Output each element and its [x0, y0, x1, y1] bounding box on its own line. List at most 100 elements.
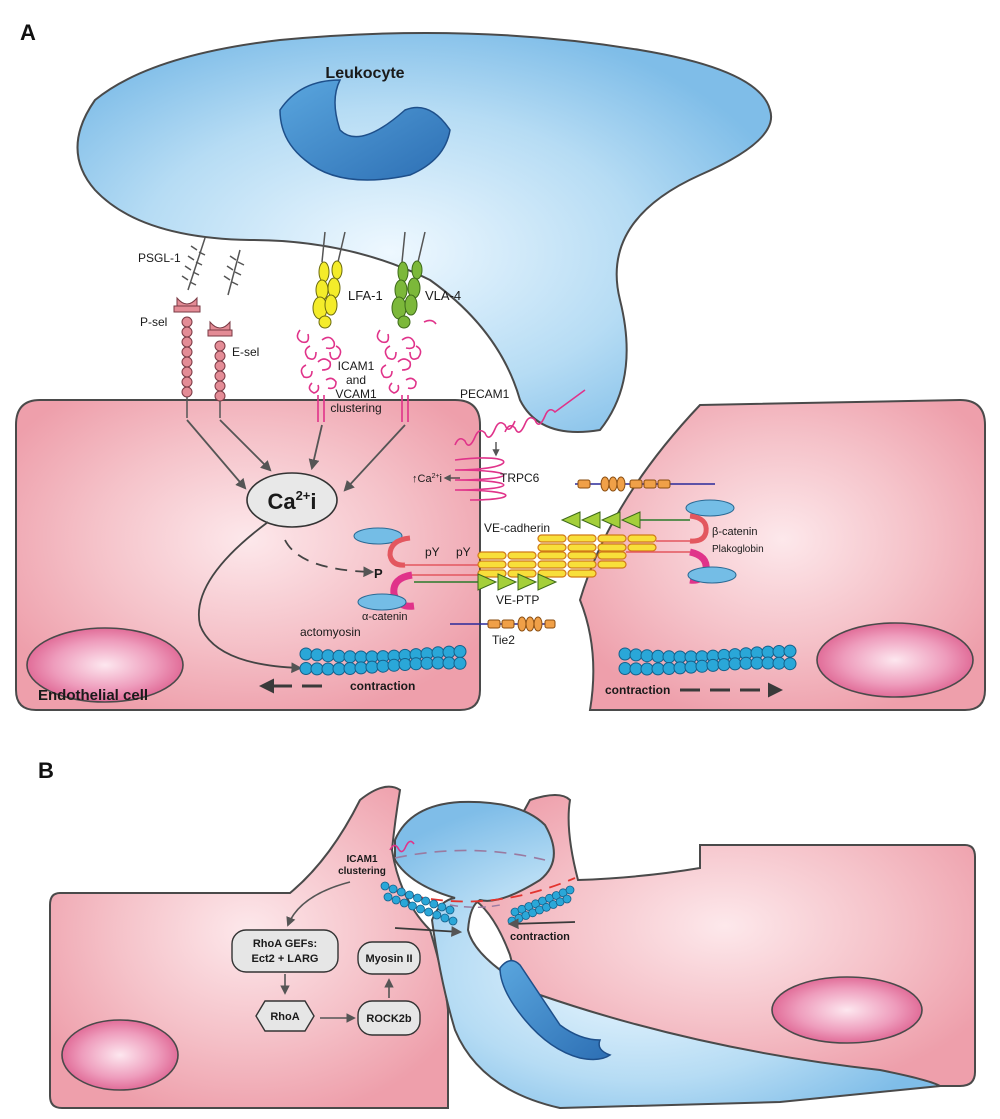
actomyosin-bead [391, 895, 401, 905]
actomyosin-bead [429, 899, 439, 909]
actomyosin-bead [651, 662, 665, 676]
actomyosin-bead [761, 645, 775, 659]
psgl1-label: PSGL-1 [138, 251, 181, 265]
actomyosin-bead [299, 662, 313, 675]
pecam1-label: PECAM1 [460, 387, 510, 401]
actomyosin-bead [761, 656, 775, 670]
ca-big-ca: Ca [267, 489, 296, 514]
actomyosin-bead [421, 896, 431, 906]
phospho-p-label: P [374, 566, 383, 581]
actomyosin-bead [365, 660, 379, 674]
icam-label-line1: ICAM1 [338, 359, 375, 373]
ve-ptp-label: VE-PTP [496, 593, 539, 607]
actomyosin-bead [662, 662, 676, 675]
actomyosin-bead [445, 905, 455, 915]
actomyosin-bead [562, 894, 572, 904]
ve-cadherin-array [477, 534, 657, 578]
actomyosin-bead [717, 658, 731, 672]
actomyosin-left [299, 645, 467, 676]
plakoglobin-label: Plakoglobin [712, 544, 764, 555]
leukocyte-b [394, 800, 944, 1110]
catenin-complex-right [626, 499, 737, 584]
actomyosin-right [618, 644, 797, 676]
actomyosin-bead [321, 649, 335, 663]
contraction-left-label: contraction [350, 679, 415, 693]
actomyosin-bead [343, 662, 357, 675]
icam-label-line3: VCAM1 [335, 387, 377, 401]
actomyosin-bead [728, 657, 742, 671]
icam-b-line2: clustering [338, 866, 386, 877]
actomyosin-bead [442, 656, 456, 670]
actomyosin-bead [299, 647, 313, 661]
gef-line1: RhoA GEFs: [253, 938, 317, 950]
icam-label-line4: clustering [330, 401, 381, 415]
actomyosin-bead [739, 656, 753, 670]
actomyosin-b-left [380, 881, 458, 926]
actomyosin-bead [750, 656, 764, 670]
actomyosin-bead [431, 656, 445, 670]
lfa1-integrin [312, 231, 346, 329]
vla4-integrin [391, 231, 426, 329]
actomyosin-bead [706, 658, 720, 672]
icam1-vcam1-molecules [296, 319, 437, 422]
rhoa-gefs-box: RhoA GEFs: Ect2 + LARG [231, 929, 339, 973]
actomyosin-bead [388, 884, 398, 894]
actomyosin-bead [396, 887, 406, 897]
actomyosin-bead [629, 648, 643, 662]
actomyosin-bead [684, 660, 698, 674]
leukocyte-nucleus [279, 79, 451, 181]
endothelial-cell-label: Endothelial cell [38, 687, 148, 704]
actomyosin-bead [442, 645, 456, 659]
rhoa-hexagon: RhoA [255, 1000, 315, 1032]
icam-b-line1: ICAM1 [346, 854, 378, 865]
rock2b-box: ROCK2b [357, 1000, 421, 1036]
actomyosin-bead [310, 648, 324, 662]
actomyosin-bead [640, 649, 654, 663]
py-label-1: pY [425, 545, 440, 559]
icam1-b-molecule [389, 840, 415, 853]
alpha-catenin-label: α-catenin [362, 611, 408, 623]
signal-arrows [186, 419, 406, 492]
actomyosin-bead [354, 650, 368, 664]
pecam1-molecule [454, 389, 586, 446]
e-sel-label: E-sel [232, 345, 259, 359]
panel-a-letter: A [20, 20, 36, 45]
rock2b-label: ROCK2b [366, 1013, 412, 1025]
leukocyte-b-nucleus [499, 959, 612, 1061]
actomyosin-bead [354, 661, 368, 675]
ve-ptp-right [560, 511, 690, 529]
actomyosin-bead [310, 662, 324, 676]
myosin-label: Myosin II [365, 953, 412, 965]
actomyosin-bead [407, 901, 417, 911]
actomyosin-bead [453, 645, 467, 658]
contraction-b-arrow-left [394, 926, 463, 937]
actomyosin-bead [416, 904, 425, 914]
p-sel-label: P-sel [140, 315, 167, 329]
actomyosin-bead [420, 656, 434, 670]
actomyosin-bead [772, 645, 786, 658]
catenin-complex-left [353, 527, 480, 611]
ca-influx-i: i [440, 473, 442, 485]
ca-influx-label: ↑Ca2+i [412, 473, 442, 485]
calcium-node: Ca2+i [246, 472, 338, 528]
actomyosin-bead [413, 893, 422, 903]
actomyosin-bead [453, 656, 467, 670]
trpc6-channel [454, 457, 507, 501]
actomyosin-bead [618, 647, 632, 661]
tie2-upper [575, 476, 715, 492]
actomyosin-bead [783, 657, 797, 671]
beta-catenin-label: β-catenin [712, 526, 757, 538]
actomyosin-bead [332, 662, 346, 676]
myosin-ii-box: Myosin II [357, 941, 421, 975]
actomyosin-bead [565, 885, 575, 895]
ve-ptp-left [414, 573, 558, 591]
actomyosin-bead [629, 662, 643, 676]
gef-line2: Ect2 + LARG [252, 953, 319, 965]
actomyosin-bead [437, 902, 447, 912]
actomyosin-bead [321, 662, 335, 676]
icam-to-gef-arrow [286, 881, 351, 927]
trpc6-label: TRPC6 [500, 471, 540, 485]
actomyosin-bead [404, 890, 414, 900]
rhoa-label: RhoA [270, 1011, 299, 1023]
